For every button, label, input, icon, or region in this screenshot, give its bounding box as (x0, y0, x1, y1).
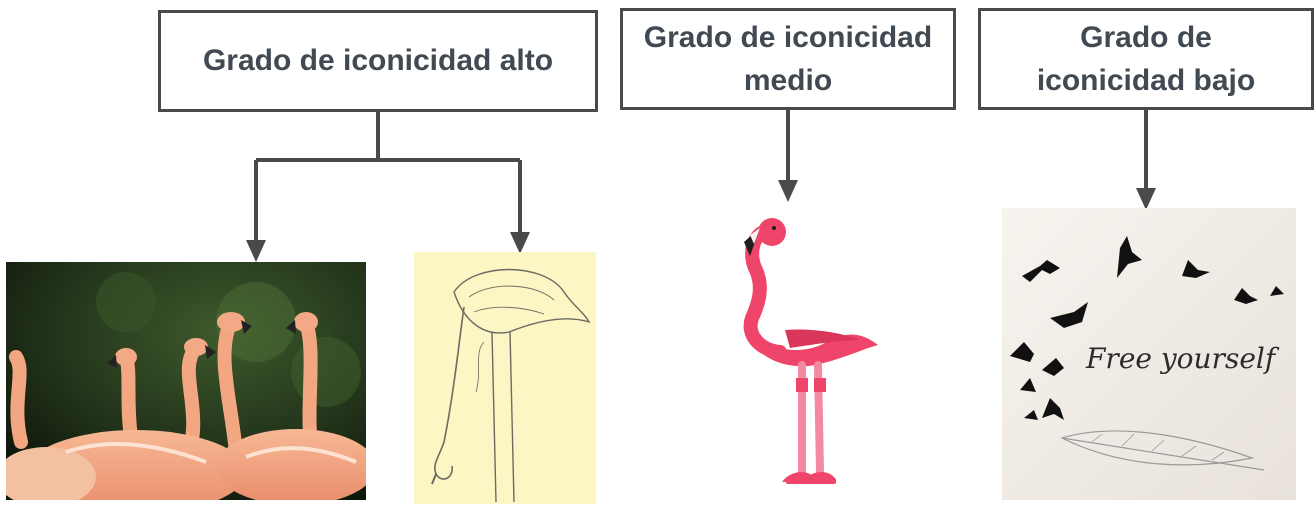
box-iconicity-low: Grado de iconicidad bajo (978, 8, 1314, 110)
arrowhead-sketch (510, 232, 530, 254)
flamingo-pencil-sketch (414, 252, 596, 504)
arrowhead-illustration (778, 180, 798, 202)
birds-caption: Free yourself (1086, 342, 1276, 375)
arrowhead-birds (1136, 188, 1156, 210)
flamingo-flat-illustration (690, 200, 910, 500)
box-iconicity-medium: Grado de iconicidad medio (620, 8, 956, 110)
box-iconicity-low-label: Grado de iconicidad bajo (1036, 20, 1256, 98)
box-iconicity-high-label: Grado de iconicidad alto (202, 44, 554, 78)
box-iconicity-medium-label: Grado de iconicidad medio (643, 20, 933, 98)
birds-tattoo-drawing: Free yourself (1002, 208, 1296, 500)
arrowhead-photo (246, 240, 266, 262)
box-iconicity-high: Grado de iconicidad alto (158, 10, 598, 112)
flamingo-photo (6, 262, 366, 500)
